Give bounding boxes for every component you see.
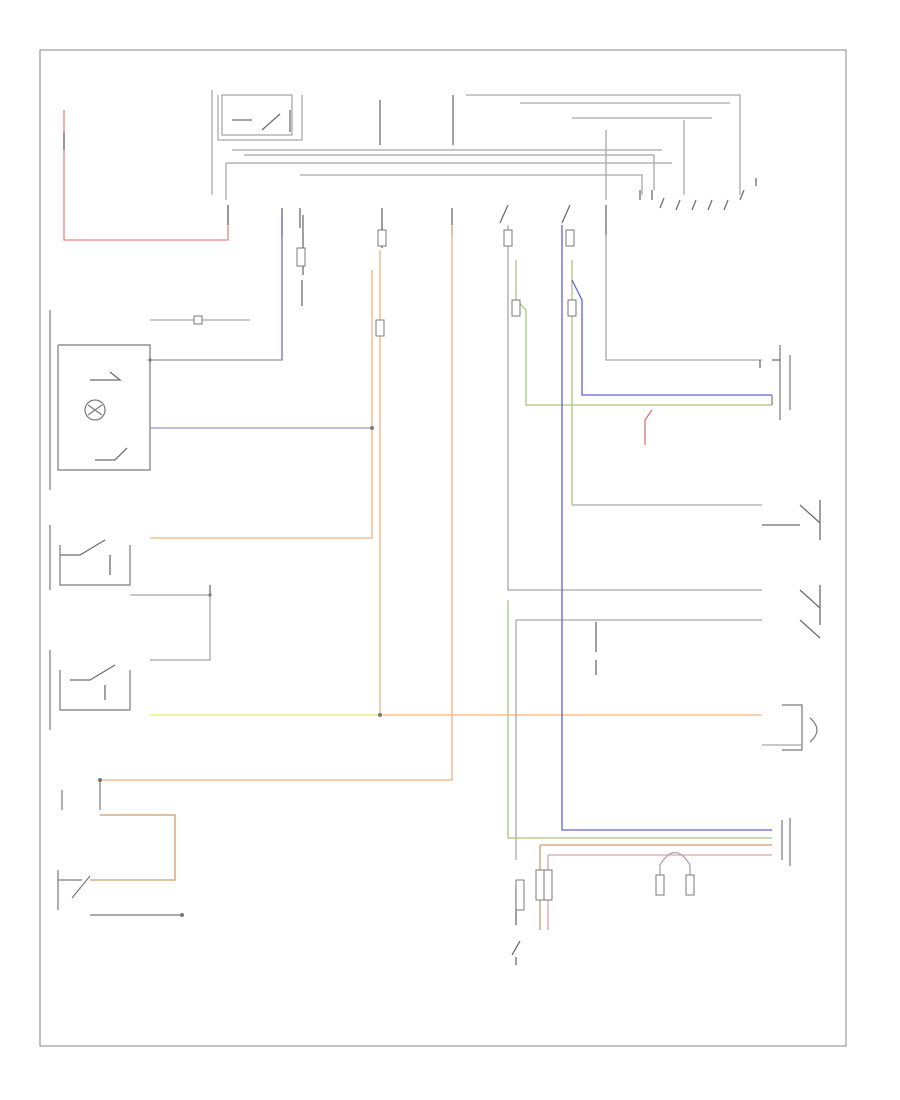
relay-switch (232, 110, 291, 132)
wire-orange-trunk (379, 250, 762, 716)
luggage-lid-switch (511, 818, 791, 965)
left-door-switch (49, 525, 211, 661)
relay-housing-line (211, 90, 303, 195)
glovebox-switch (57, 870, 184, 917)
courtesy-relay-box (221, 94, 293, 136)
wire-loop (659, 851, 691, 895)
wire-brown-glovebox (90, 814, 176, 881)
diagram-frame (39, 49, 847, 1047)
wire-orange-branch (150, 270, 373, 539)
central-control-unit (759, 345, 791, 420)
front-reading-lamp (49, 310, 282, 490)
wire-blue-right (561, 225, 772, 831)
top-bus (225, 94, 741, 200)
power-feeds (63, 90, 454, 241)
inline-connectors (375, 229, 695, 911)
luggage-compartment-lamp (762, 704, 818, 751)
wire-blue-left (150, 215, 283, 361)
wire-red-feed (63, 110, 229, 241)
central-control-unit-pins (639, 178, 757, 211)
wire-green (515, 260, 772, 406)
wire-black-a (507, 225, 762, 591)
right-door-switch (49, 650, 131, 730)
wire-orange-glovebox (100, 225, 453, 781)
wire-blue-right-top (571, 279, 772, 396)
wire-black-d (605, 235, 762, 361)
glovebox-lamp (61, 778, 176, 881)
right-switches (595, 500, 821, 675)
splices (148, 358, 382, 717)
wire-red-ground (644, 409, 653, 445)
wire-green-lower (507, 600, 772, 839)
header-connectors (227, 204, 607, 306)
